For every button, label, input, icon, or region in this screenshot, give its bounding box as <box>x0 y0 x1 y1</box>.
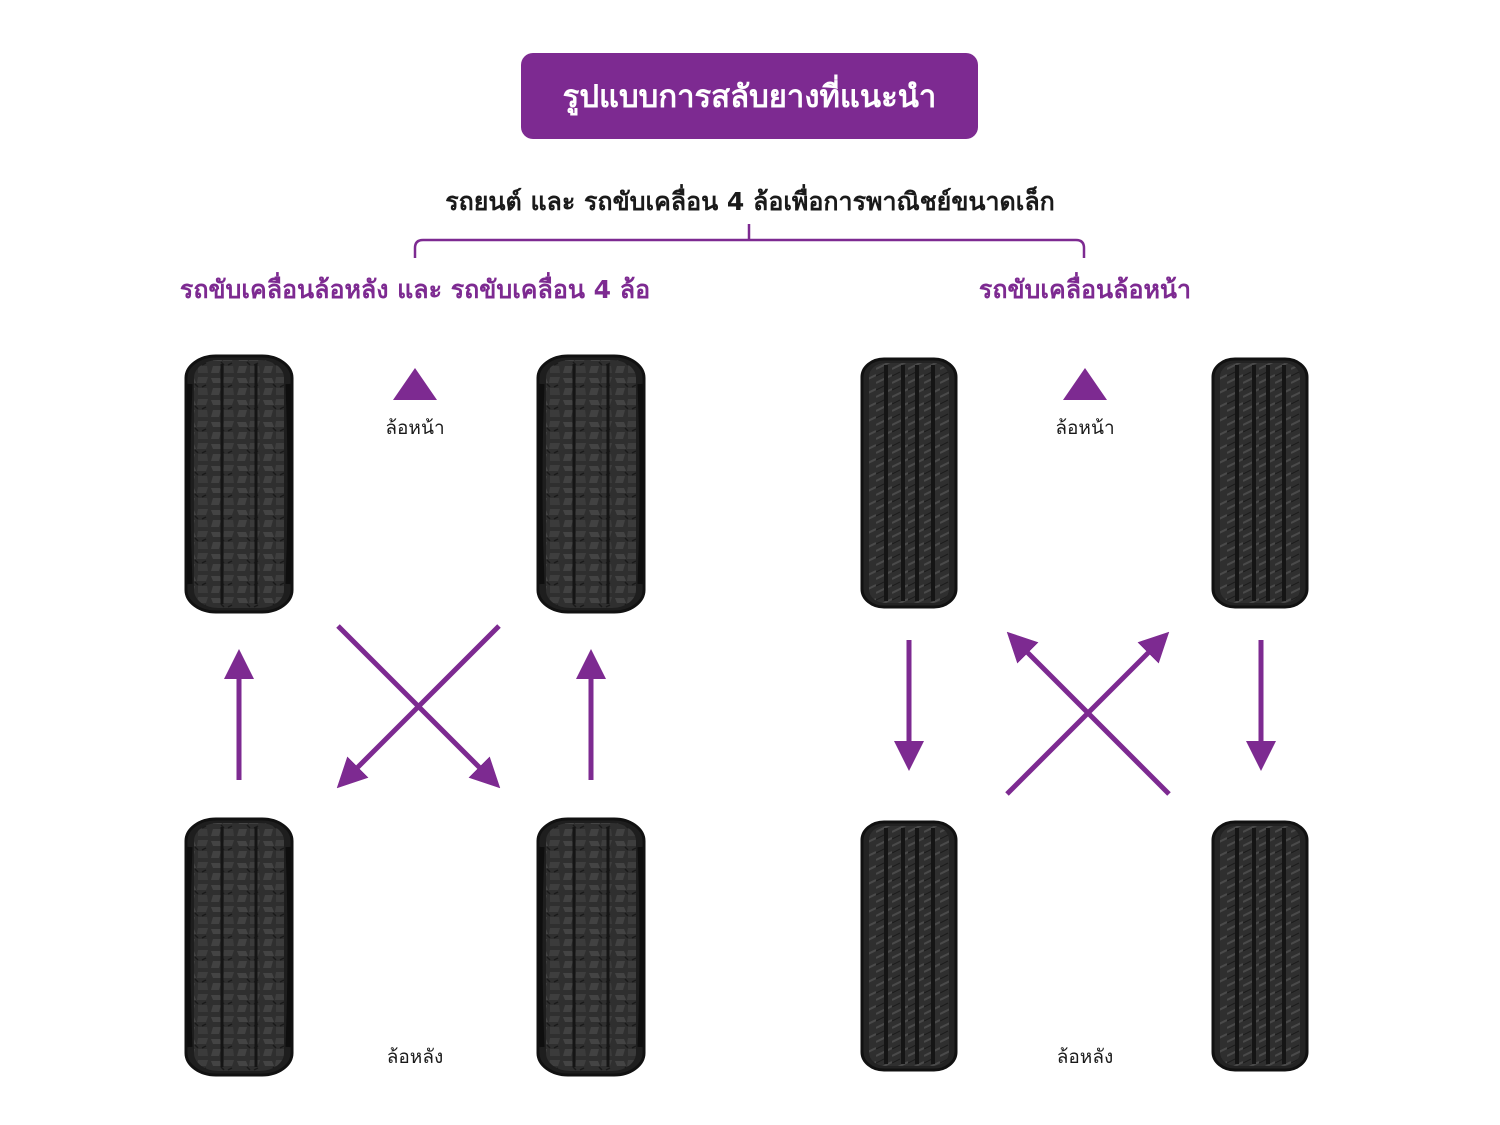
tire-right-rear-right <box>1211 820 1309 1072</box>
left-section-heading: รถขับเคลื่อนล้อหลัง และ รถขับเคลื่อน 4 ล… <box>179 275 651 304</box>
title-badge: รูปแบบการสลับยางที่แนะนำ <box>521 53 978 139</box>
page-title: รูปแบบการสลับยางที่แนะนำ <box>562 79 937 115</box>
arrow-right-rear-right-to-front-left <box>1006 631 1171 796</box>
right-section-heading: รถขับเคลื่อนล้อหน้า <box>978 275 1192 304</box>
tire-left-rear-right <box>538 819 644 1075</box>
left-forward-indicator <box>393 368 437 400</box>
left-front-label: ล้อหน้า <box>385 417 445 439</box>
tire-left-front-right <box>538 356 644 612</box>
right-rear-label: ล้อหลัง <box>1056 1046 1114 1068</box>
right-front-label: ล้อหน้า <box>1055 417 1115 439</box>
tire-left-rear-left <box>186 819 292 1075</box>
tire-right-rear-left <box>860 820 958 1072</box>
arrow-left-front-right-to-rear-left <box>336 624 501 789</box>
bracket <box>413 238 1086 258</box>
tire-right-front-right <box>1211 357 1309 609</box>
tire-right-front-left <box>860 357 958 609</box>
arrow-right-rear-left-to-front-right <box>1005 631 1170 796</box>
tire-left-front-left <box>186 356 292 612</box>
subtitle: รถยนต์ และ รถขับเคลื่อน 4 ล้อเพื่อการพาณ… <box>445 187 1055 216</box>
left-rear-label: ล้อหลัง <box>386 1046 444 1068</box>
right-forward-indicator <box>1063 368 1107 400</box>
